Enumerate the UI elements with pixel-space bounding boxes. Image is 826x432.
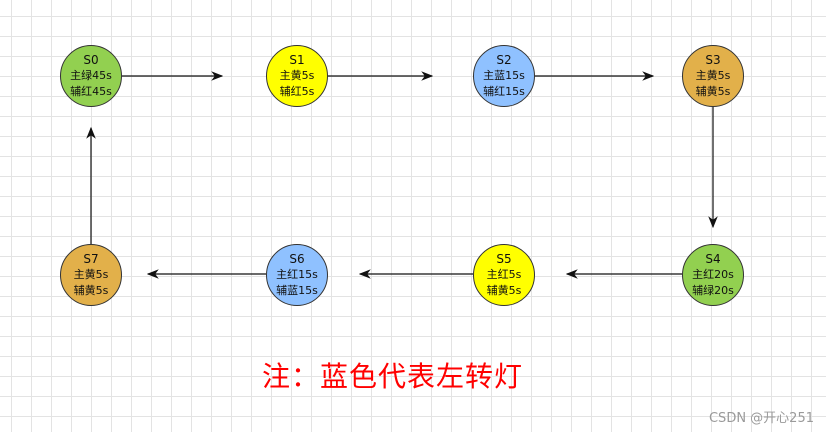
state-id: S7 <box>83 252 99 266</box>
state-node-s2[interactable]: S2 主蓝15s 辅红15s <box>473 45 535 107</box>
state-main: 主蓝15s <box>483 69 525 82</box>
state-main: 主红20s <box>692 268 734 281</box>
state-main: 主绿45s <box>70 69 112 82</box>
state-aux: 辅蓝15s <box>276 284 318 297</box>
state-id: S5 <box>496 252 512 266</box>
state-node-s1[interactable]: S1 主黄5s 辅红5s <box>266 45 328 107</box>
state-aux: 辅绿20s <box>692 284 734 297</box>
state-main: 主黄5s <box>279 69 315 82</box>
state-node-s3[interactable]: S3 主黄5s 辅黄5s <box>682 45 744 107</box>
state-main: 主红5s <box>486 268 522 281</box>
state-node-s4[interactable]: S4 主红20s 辅绿20s <box>682 244 744 306</box>
watermark: CSDN @开心251 <box>708 411 814 426</box>
state-node-s6[interactable]: S6 主红15s 辅蓝15s <box>266 244 328 306</box>
state-main: 主黄5s <box>695 69 731 82</box>
state-aux: 辅红15s <box>483 85 525 98</box>
state-aux: 辅黄5s <box>73 284 109 297</box>
state-aux: 辅黄5s <box>695 85 731 98</box>
state-id: S1 <box>289 53 305 67</box>
state-aux: 辅黄5s <box>486 284 522 297</box>
state-aux: 辅红5s <box>279 85 315 98</box>
state-id: S4 <box>705 252 721 266</box>
state-main: 主黄5s <box>73 268 109 281</box>
state-aux: 辅红45s <box>70 85 112 98</box>
state-id: S3 <box>705 53 721 67</box>
state-id: S2 <box>496 53 512 67</box>
state-node-s5[interactable]: S5 主红5s 辅黄5s <box>473 244 535 306</box>
state-id: S0 <box>83 53 99 67</box>
note-text: 注：蓝色代表左转灯 <box>262 360 524 393</box>
state-node-s7[interactable]: S7 主黄5s 辅黄5s <box>60 244 122 306</box>
state-id: S6 <box>289 252 305 266</box>
state-node-s0[interactable]: S0 主绿45s 辅红45s <box>60 45 122 107</box>
state-main: 主红15s <box>276 268 318 281</box>
